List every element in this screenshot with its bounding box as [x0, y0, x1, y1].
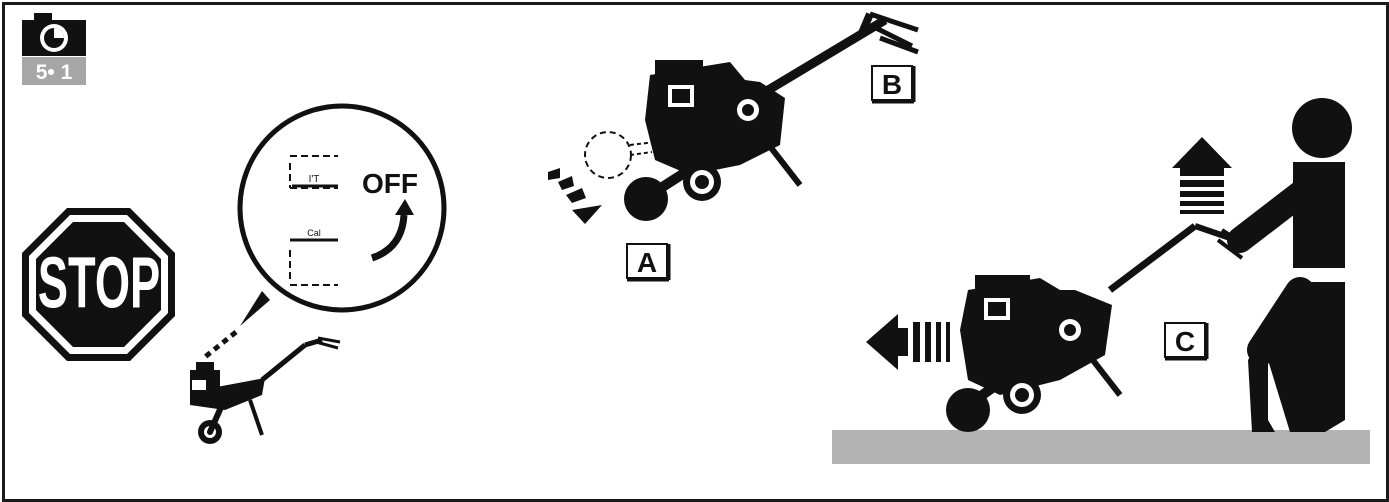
figure-number: 5• 1: [36, 61, 73, 84]
tilted-tiller: [548, 11, 919, 224]
switch-top-mark: I'T: [309, 174, 320, 185]
switch-detail-circle: I'T Cal OFF: [237, 103, 447, 313]
figure-number-box: [22, 57, 86, 85]
stop-sign: STOP: [22, 208, 175, 361]
label-b: B: [871, 65, 916, 104]
label-b-text: B: [882, 69, 902, 100]
stop-sign-text: STOP: [38, 242, 160, 324]
small-tiller: [190, 336, 341, 444]
label-c-text: C: [1175, 326, 1195, 357]
figure-badge: 5• 1: [22, 13, 86, 85]
operator-figure: [1227, 98, 1352, 432]
switch-bottom-mark: Cal: [307, 228, 321, 238]
ground: [832, 430, 1370, 464]
lift-arrow-icon: [1172, 137, 1232, 214]
switch-off-label: OFF: [362, 168, 418, 199]
operator-head: [1292, 98, 1352, 158]
label-c: C: [1164, 322, 1209, 361]
rotate-arrow-icon: [572, 205, 602, 224]
rear-wheel: [946, 388, 990, 432]
camera-icon: [22, 13, 86, 56]
turn-arrow-icon: [395, 199, 414, 215]
label-a: A: [626, 243, 671, 282]
move-left-arrow-icon: [866, 314, 950, 370]
pushed-tiller: [946, 223, 1252, 432]
label-a-text: A: [637, 247, 657, 278]
front-wheel: [624, 177, 668, 221]
zoom-pointer: [203, 291, 270, 359]
